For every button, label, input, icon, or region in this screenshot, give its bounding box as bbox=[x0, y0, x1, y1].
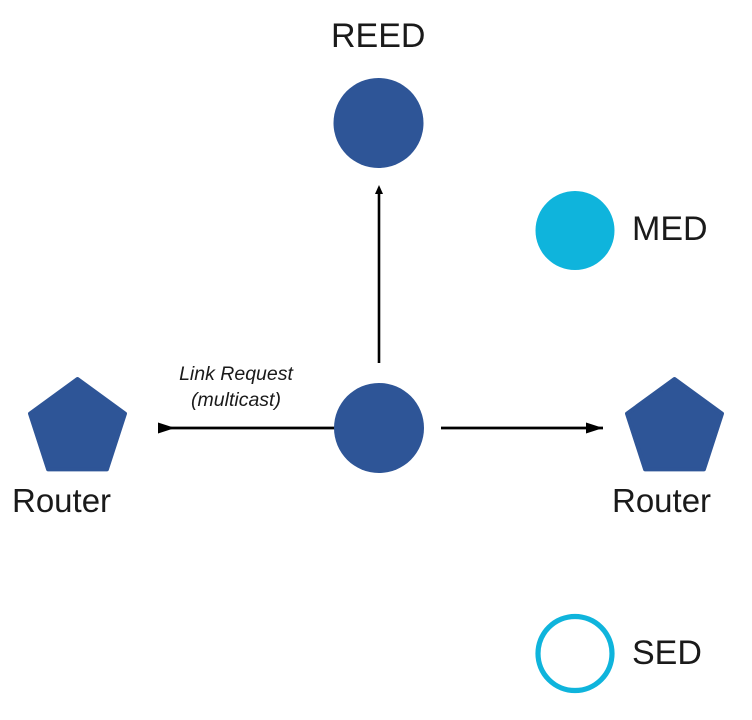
node-sed-circle[interactable] bbox=[535, 613, 615, 694]
edge-label-link-request: Link Request (multicast) bbox=[160, 362, 312, 414]
node-med-circle[interactable] bbox=[535, 191, 615, 270]
edge-label-line-2: (multicast) bbox=[191, 388, 281, 411]
edge-label-line-1: Link Request bbox=[179, 363, 293, 385]
node-label-router-right: Router bbox=[612, 482, 712, 519]
node-router-left-pentagon[interactable] bbox=[28, 377, 127, 472]
node-label-router-left: Router bbox=[12, 482, 112, 519]
node-reed-circle[interactable] bbox=[333, 78, 424, 168]
node-label-reed: REED bbox=[331, 17, 426, 55]
edge-group bbox=[158, 185, 603, 434]
node-leader-circle[interactable] bbox=[334, 383, 424, 473]
node-label-med: MED bbox=[632, 210, 708, 248]
node-label-sed: SED bbox=[632, 634, 702, 672]
node-router-right-pentagon[interactable] bbox=[625, 377, 724, 472]
node-group bbox=[28, 78, 724, 694]
